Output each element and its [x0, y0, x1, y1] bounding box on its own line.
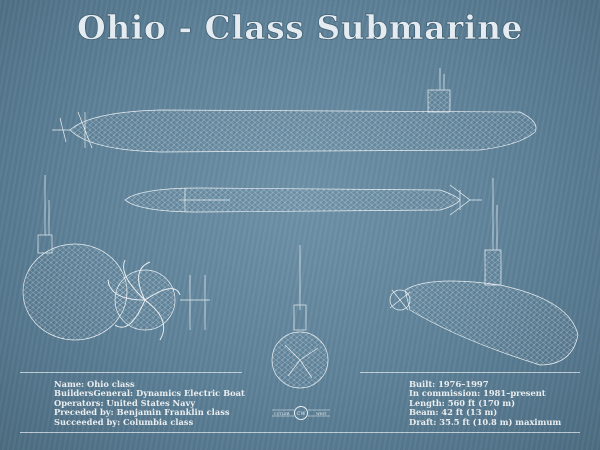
top-view-drawing: [125, 185, 482, 215]
top-rule-left: [20, 372, 242, 373]
logo-right-text: WEST: [316, 412, 328, 416]
spec-succeeded: Succeeded by: Columbia class: [54, 418, 245, 427]
front-view-drawing: [272, 245, 328, 388]
logo-left-text: CUTLER: [274, 412, 290, 416]
spec-draft: Draft: 35.5 ft (10.8 m) maximum: [409, 418, 561, 427]
specs-left: Name: Ohio class BuildersGeneral: Dynami…: [54, 380, 245, 427]
top-rule-right: [360, 372, 580, 373]
specs-right: Built: 1976–1997 In commission: 1981–pre…: [409, 380, 561, 427]
bottom-rule: [20, 432, 580, 433]
brand-logo: CUTLER CW WEST: [272, 405, 330, 421]
poster-title: Ohio - Class Submarine: [0, 8, 600, 47]
logo-mark: CW: [297, 411, 307, 417]
side-view-drawing: [52, 68, 536, 152]
